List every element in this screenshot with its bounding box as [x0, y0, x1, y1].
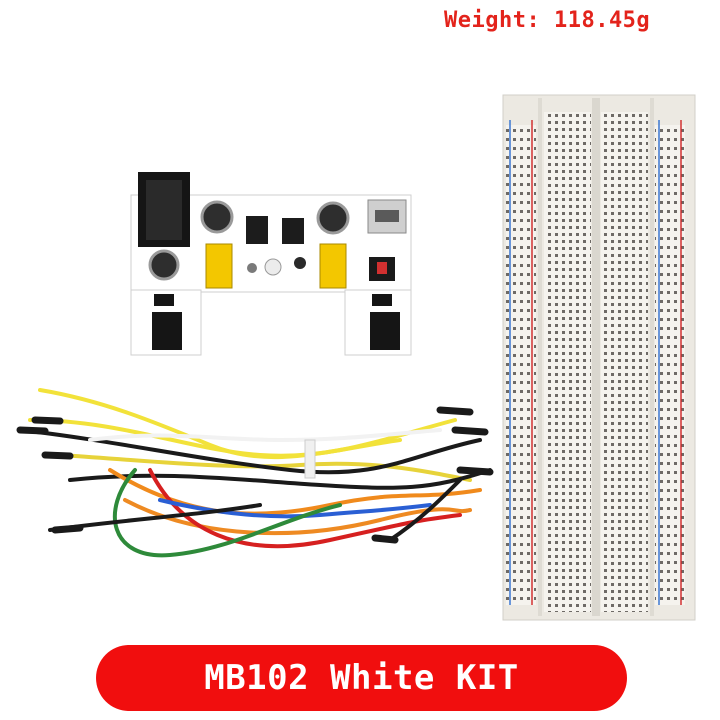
product-title: MB102 White KIT	[204, 658, 519, 698]
title-banner: MB102 White KIT	[96, 645, 627, 711]
jumper-wires	[16, 388, 494, 558]
weight-label: Weight: 118.45g	[444, 8, 651, 33]
power-module	[130, 172, 412, 356]
breadboard	[502, 94, 696, 621]
